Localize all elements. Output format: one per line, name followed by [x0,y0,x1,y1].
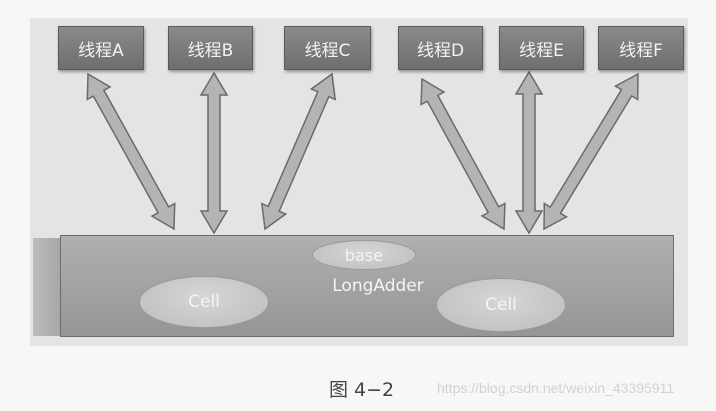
cell-ellipse-1: Cell [139,276,269,328]
thread-label: 线程E [519,40,564,61]
longadder-label: LongAdder [332,276,424,296]
thread-label: 线程C [304,40,351,61]
thread-box: 线程E [499,26,584,70]
double-arrow-icon [199,71,229,235]
watermark: https://blog.csdn.net/weixin_43395911 [437,380,675,396]
figure-caption: 图 4−2 [329,379,395,401]
double-arrow-icon [420,77,506,231]
cell-label: Cell [485,295,517,315]
base-label: base [344,245,384,265]
thread-label: 线程A [78,40,124,61]
thread-box: 线程A [58,26,144,70]
thread-label: 线程D [416,40,465,61]
thread-box: 线程C [284,26,371,70]
double-arrow-icon [543,72,639,231]
cell-ellipse-2: Cell [436,278,566,332]
cell-label: Cell [188,292,220,312]
thread-label: 线程B [187,40,234,61]
base-ellipse: base [312,240,416,270]
double-arrow-icon [260,72,337,231]
thread-label: 线程F [619,40,663,61]
thread-box: 线程F [598,26,684,70]
thread-box: 线程B [168,26,253,70]
thread-box: 线程D [398,26,483,70]
double-arrow-icon [86,72,176,231]
double-arrow-icon [514,70,544,235]
